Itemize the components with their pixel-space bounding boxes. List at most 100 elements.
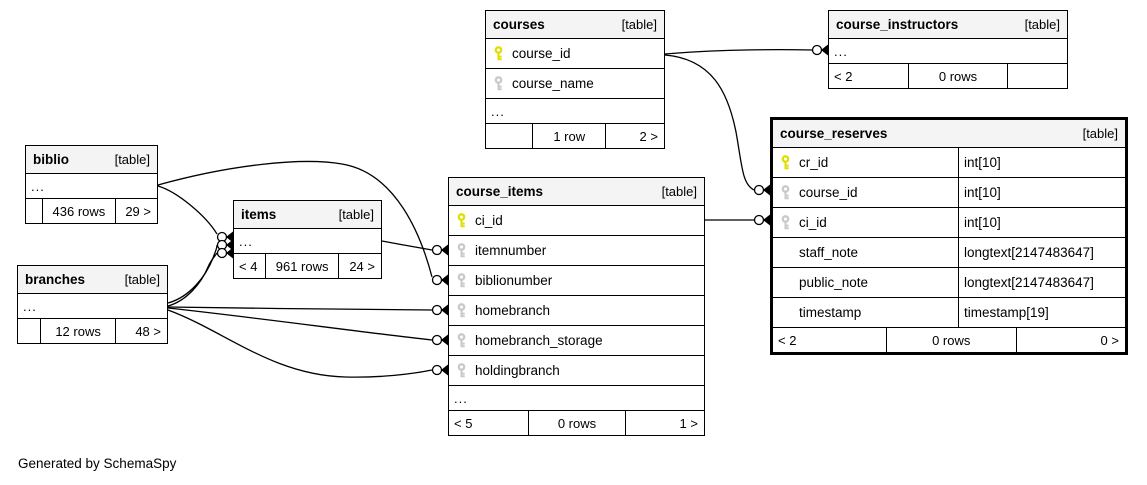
column-row-timestamp: timestamp timestamp[19] [773, 298, 1125, 328]
column-name: course_id [799, 185, 858, 200]
table-title[interactable]: course_instructors [836, 17, 959, 32]
footer-children-count: 2 > [605, 124, 664, 148]
fk-edge-branches-to-course_items-homebranch [167, 304, 448, 316]
column-name: ci_id [475, 213, 503, 228]
fk-edge-courses-to-course_instructors [664, 44, 828, 56]
more-columns-row: ... [486, 99, 664, 124]
column-name: timestamp [799, 305, 862, 320]
more-columns-row: ... [449, 386, 704, 411]
column-type: timestamp[19] [964, 305, 1049, 320]
footer-children-count: 1 > [624, 411, 704, 435]
column-name-cell: course_id [486, 39, 664, 68]
column-name-cell: course_id [773, 178, 958, 207]
column-type-cell: longtext[2147483647] [958, 238, 1128, 267]
foreign-key-icon [457, 303, 466, 318]
table-type-badge: [table] [1082, 126, 1118, 141]
column-type-cell: int[10] [958, 208, 1128, 237]
column-name: holdingbranch [475, 363, 560, 378]
table-title[interactable]: courses [493, 17, 545, 32]
column-name-cell: public_note [773, 268, 958, 297]
fk-edge-courses-to-course_reserves-course_id [664, 54, 770, 196]
edge-circle-terminator [431, 364, 443, 376]
edge-circle-terminator [431, 304, 443, 316]
footer-related-count [18, 319, 40, 343]
edge-arrowhead [763, 184, 770, 196]
column-name: cr_id [799, 155, 829, 170]
column-name: staff_note [799, 245, 859, 260]
column-type-cell: timestamp[19] [958, 298, 1128, 327]
column-name-cell: ci_id [449, 206, 704, 235]
column-type: int[10] [964, 215, 1001, 230]
table-title[interactable]: branches [25, 272, 86, 287]
edge-arrowhead [441, 274, 448, 286]
edge-circle-terminator [753, 184, 765, 196]
column-row-biblionumber: biblionumber [449, 266, 704, 296]
footer-row-count: 1 row [532, 124, 605, 148]
table-title[interactable]: biblio [33, 152, 69, 167]
table-title[interactable]: course_items [456, 184, 544, 199]
edge-circle-terminator [431, 334, 443, 346]
footer-children-count: 24 > [338, 254, 381, 278]
footer-children-count: 29 > [115, 199, 157, 223]
foreign-key-icon [781, 185, 790, 200]
column-row-cr_id: cr_id int[10] [773, 148, 1125, 178]
foreign-key-icon [494, 76, 503, 91]
primary-key-icon [781, 155, 790, 170]
column-name: course_name [512, 76, 594, 91]
footer-row-count: 0 rows [907, 64, 1008, 88]
table-header-biblio: biblio [table] [26, 146, 157, 174]
edge-circle-terminator [216, 247, 228, 259]
column-name-cell: itemnumber [449, 236, 704, 265]
column-type-cell: longtext[2147483647] [958, 268, 1128, 297]
column-row-holdingbranch: holdingbranch [449, 356, 704, 386]
footer-row-count: 0 rows [528, 411, 625, 435]
foreign-key-icon [457, 363, 466, 378]
column-name-cell: staff_note [773, 238, 958, 267]
column-type-cell: int[10] [958, 178, 1128, 207]
column-name-cell: holdingbranch [449, 356, 704, 385]
column-name: homebranch_storage [475, 333, 603, 348]
more-columns-row: ... [234, 229, 381, 254]
fk-edge-branches-to-items-holdingbranch [167, 247, 233, 307]
footer-row-count: 12 rows [40, 319, 115, 343]
edge-circle-terminator [811, 44, 823, 56]
column-name-cell: course_name [486, 69, 664, 98]
footer-related-count: < 5 [454, 415, 473, 431]
footer-row-count: 436 rows [41, 199, 115, 223]
fk-edge-biblio-to-course_items-biblionumber [157, 160, 448, 286]
table-courses[interactable]: courses [table] course_id course_name...1 r… [485, 10, 665, 149]
column-name: biblionumber [475, 273, 553, 288]
column-name: course_id [512, 46, 571, 61]
more-columns-row: ... [829, 39, 1067, 64]
edge-arrowhead [441, 304, 448, 316]
column-row-staff_note: staff_note longtext[2147483647] [773, 238, 1125, 268]
schemaspy-credit: Generated by SchemaSpy [18, 456, 177, 471]
edge-arrowhead [441, 334, 448, 346]
table-type-badge: [table] [621, 17, 657, 32]
table-type-badge: [table] [124, 272, 160, 287]
footer-related-count [486, 124, 532, 148]
table-header-courses: courses [table] [486, 11, 664, 39]
column-type: int[10] [964, 155, 1001, 170]
footer-related-count: < 2 [778, 332, 797, 348]
foreign-key-icon [457, 273, 466, 288]
table-type-badge: [table] [114, 152, 150, 167]
table-course_reserves[interactable]: course_reserves [table] cr_id int[10] course… [770, 117, 1128, 355]
table-title[interactable]: course_reserves [780, 126, 888, 141]
edge-arrowhead [821, 44, 828, 56]
table-title[interactable]: items [241, 207, 277, 222]
edge-arrowhead [763, 214, 770, 226]
footer-children-count: 0 > [1015, 328, 1125, 352]
